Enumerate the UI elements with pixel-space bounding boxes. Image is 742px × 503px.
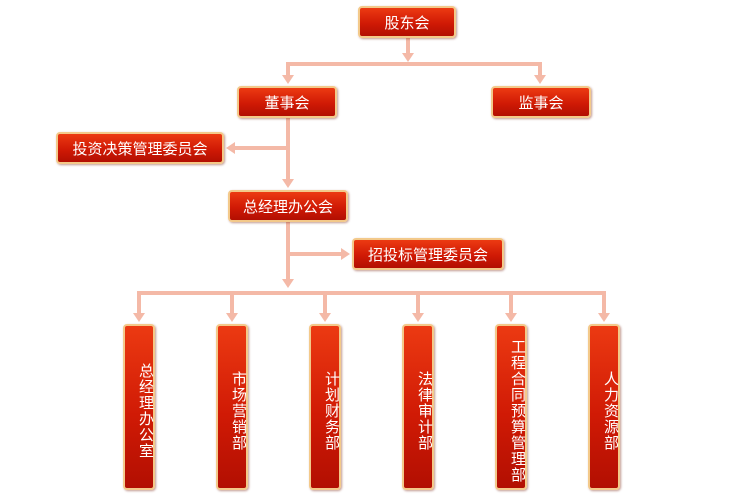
arrowhead bbox=[226, 142, 235, 154]
arrowhead bbox=[282, 179, 294, 188]
arrowhead bbox=[402, 53, 414, 62]
arrowhead bbox=[226, 313, 238, 322]
arrowhead bbox=[534, 75, 546, 84]
department-human-resources: 人力资源部 bbox=[588, 324, 620, 490]
node-investment-committee: 投资决策管理委员会 bbox=[56, 132, 224, 164]
department-planning-finance: 计划财务部 bbox=[309, 324, 341, 490]
node-general-manager-office: 总经理办公会 bbox=[228, 190, 348, 222]
department-engineering-contract-budget: 工程合同预算管理部 bbox=[495, 324, 527, 490]
arrowhead bbox=[341, 248, 350, 260]
arrowhead bbox=[598, 313, 610, 322]
arrowhead bbox=[412, 313, 424, 322]
node-board-of-directors: 董事会 bbox=[237, 86, 337, 118]
arrowhead bbox=[319, 313, 331, 322]
node-board-of-supervisors: 监事会 bbox=[491, 86, 591, 118]
node-bidding-committee: 招投标管理委员会 bbox=[352, 238, 504, 270]
department-general-manager-office: 总经理办公室 bbox=[123, 324, 155, 490]
arrowhead bbox=[282, 75, 294, 84]
department-legal-audit: 法律审计部 bbox=[402, 324, 434, 490]
arrowhead bbox=[133, 313, 145, 322]
arrowhead bbox=[505, 313, 517, 322]
department-marketing: 市场营销部 bbox=[216, 324, 248, 490]
node-shareholders-meeting: 股东会 bbox=[358, 6, 456, 38]
arrowhead bbox=[282, 279, 294, 288]
